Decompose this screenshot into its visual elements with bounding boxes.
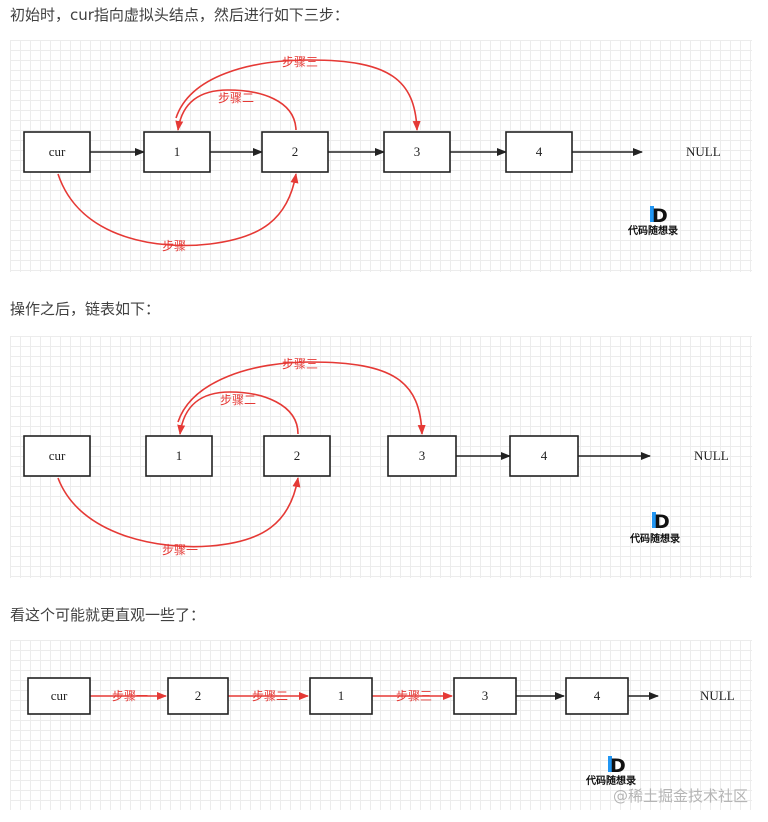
- svg-text:2: 2: [294, 448, 301, 463]
- node-2: 2: [167, 677, 229, 715]
- node-4: 4: [565, 677, 629, 715]
- diagram-intuitive: 步骤一 步骤二 步骤三 cur 2 1 3 4 NULL D 代码随想录: [10, 640, 752, 810]
- node-1: 1: [145, 435, 213, 477]
- step2-label: 步骤二: [218, 91, 254, 105]
- step2-arrow: [175, 89, 297, 131]
- node-cur: cur: [23, 131, 91, 173]
- diagram-initial: cur 1 2 3 4 NULL 步骤一 步骤二 步骤三 D 代码随想录: [10, 40, 752, 272]
- svg-text:1: 1: [176, 448, 183, 463]
- svg-text:3: 3: [482, 688, 489, 703]
- step1-label: 步骤一: [162, 239, 198, 253]
- node-4: 4: [505, 131, 573, 173]
- step1-arrow: [57, 173, 299, 247]
- logo: D 代码随想录: [627, 205, 678, 237]
- step3-label: 步骤三: [282, 55, 318, 69]
- step3-arrow: [177, 361, 426, 435]
- intuitive-text: 看这个可能就更直观一些了：: [10, 606, 206, 624]
- logo: D 代码随想录: [585, 755, 636, 787]
- step2-label: 步骤二: [252, 689, 288, 703]
- svg-text:3: 3: [419, 448, 426, 463]
- svg-text:4: 4: [594, 688, 601, 703]
- svg-text:2: 2: [195, 688, 202, 703]
- svg-text:2: 2: [292, 144, 299, 159]
- node-3: 3: [387, 435, 457, 477]
- diagram-after: cur 1 2 3 4 NULL 步骤一 步骤二 步骤三 D 代码随想录: [10, 336, 752, 578]
- svg-text:1: 1: [174, 144, 181, 159]
- svg-text:3: 3: [414, 144, 421, 159]
- step1-label: 步骤一: [112, 689, 148, 703]
- node-cur: cur: [23, 435, 91, 477]
- svg-text:代码随想录: 代码随想录: [629, 532, 680, 545]
- watermark-text: @稀土掘金技术社区: [612, 787, 748, 805]
- svg-text:D: D: [652, 205, 668, 227]
- svg-text:D: D: [654, 511, 670, 533]
- step3-label: 步骤三: [396, 689, 432, 703]
- svg-text:4: 4: [536, 144, 543, 159]
- step1-arrow: [57, 477, 301, 548]
- after-text: 操作之后，链表如下：: [10, 300, 161, 318]
- node-3: 3: [453, 677, 517, 715]
- svg-text:cur: cur: [49, 144, 66, 159]
- null-label: NULL: [686, 144, 721, 159]
- logo: D 代码随想录: [629, 511, 680, 545]
- node-3: 3: [383, 131, 451, 173]
- intro-text: 初始时，cur指向虚拟头结点，然后进行如下三步：: [10, 6, 349, 24]
- node-2: 2: [261, 131, 329, 173]
- svg-text:代码随想录: 代码随想录: [627, 224, 678, 237]
- step3-arrow: [175, 59, 421, 131]
- null-label: NULL: [694, 448, 729, 463]
- null-label: NULL: [700, 688, 735, 703]
- svg-text:D: D: [610, 755, 626, 777]
- node-1: 1: [143, 131, 211, 173]
- node-4: 4: [509, 435, 579, 477]
- svg-text:4: 4: [541, 448, 548, 463]
- svg-text:1: 1: [338, 688, 345, 703]
- step2-label: 步骤二: [220, 393, 256, 407]
- svg-text:代码随想录: 代码随想录: [585, 774, 636, 787]
- step1-label: 步骤一: [162, 543, 198, 557]
- step3-label: 步骤三: [282, 357, 318, 371]
- node-1: 1: [309, 677, 373, 715]
- step2-arrow: [177, 391, 299, 435]
- node-2: 2: [263, 435, 331, 477]
- svg-text:cur: cur: [51, 688, 68, 703]
- node-cur: cur: [27, 677, 91, 715]
- svg-text:cur: cur: [49, 448, 66, 463]
